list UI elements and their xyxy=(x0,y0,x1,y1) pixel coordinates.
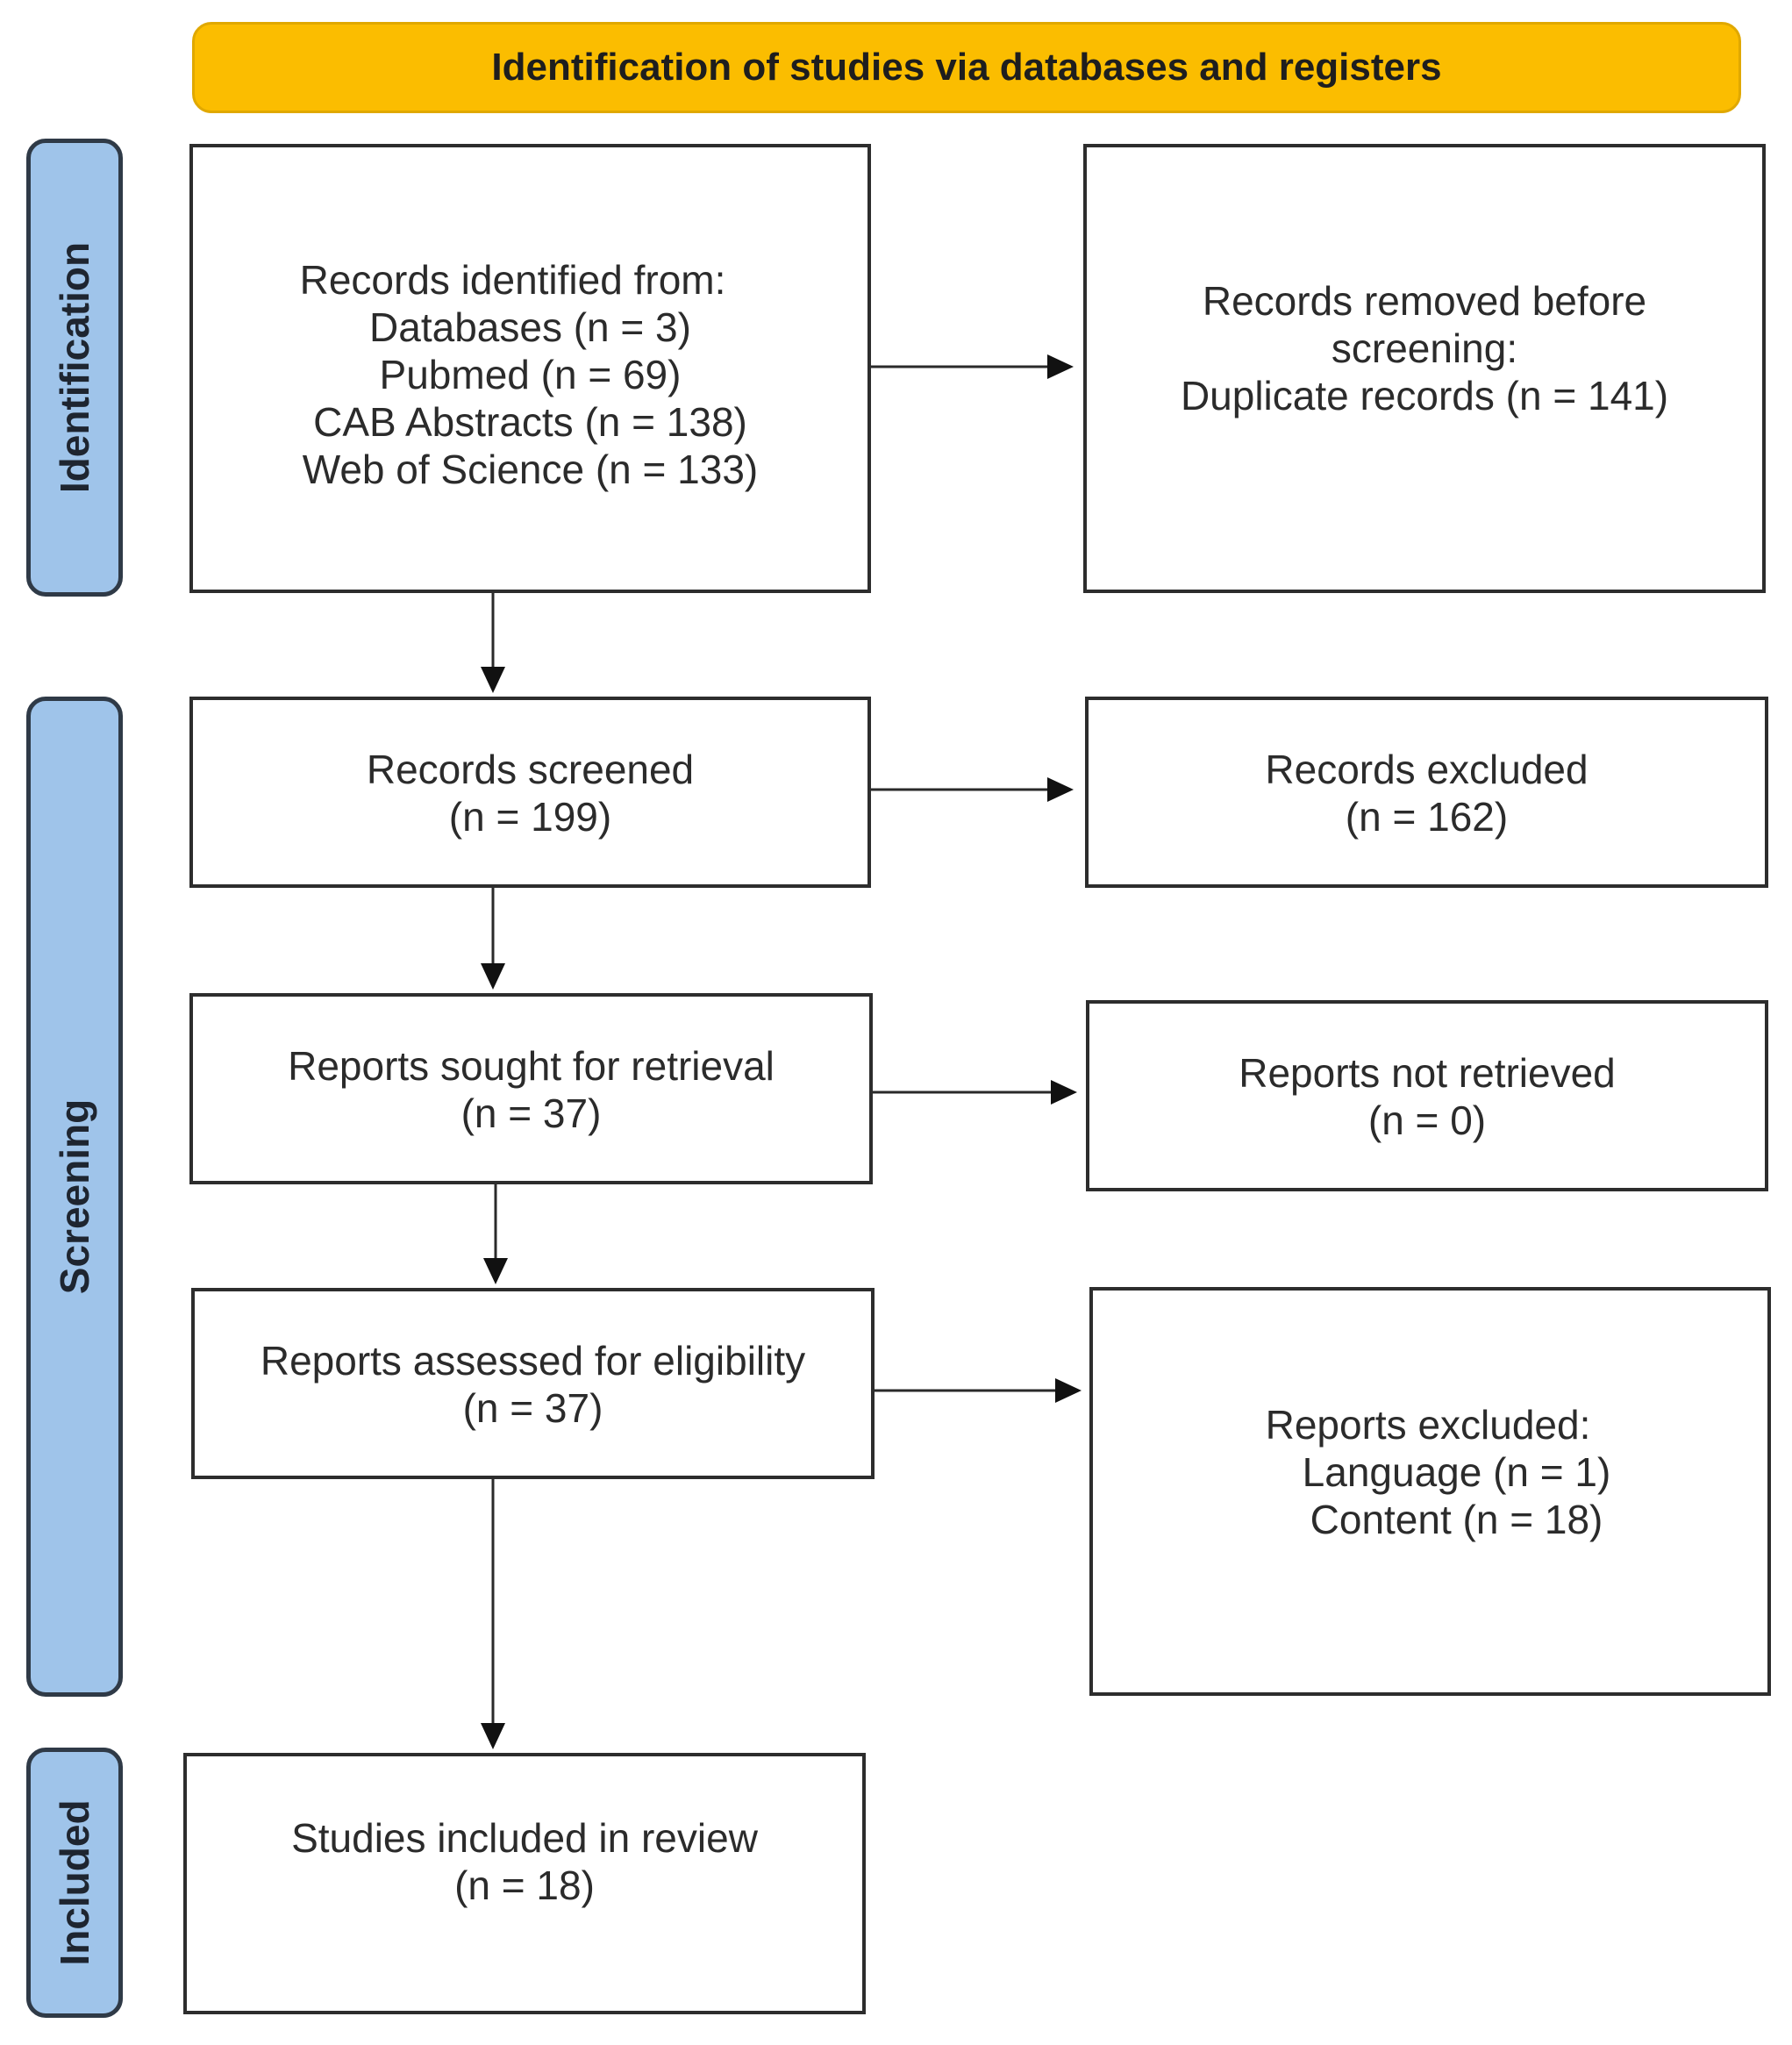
reports-sought-box: Reports sought for retrieval (n = 37) xyxy=(189,993,873,1184)
records-excluded-text: Records excluded (n = 162) xyxy=(1265,747,1589,840)
studies-included-box: Studies included in review (n = 18) xyxy=(183,1753,866,2014)
reports-assessed-text: Reports assessed for eligibility (n = 37… xyxy=(260,1338,806,1431)
arrowhead-8 xyxy=(481,1723,505,1749)
studies-included-text: Studies included in review (n = 18) xyxy=(291,1815,758,1908)
diagram-header: Identification of studies via databases … xyxy=(192,22,1741,113)
records-screened-text: Records screened (n = 199) xyxy=(366,747,695,840)
reports-assessed-box: Reports assessed for eligibility (n = 37… xyxy=(191,1288,875,1479)
phase-included-label: Included xyxy=(52,1799,97,1966)
arrowhead-3 xyxy=(1051,1080,1077,1105)
records-screened-box: Records screened (n = 199) xyxy=(189,697,871,888)
reports-not-retrieved-text: Reports not retrieved (n = 0) xyxy=(1239,1050,1616,1143)
records-identified-text: Records identified from: Databases (n = … xyxy=(299,257,759,492)
phase-included: Included xyxy=(26,1748,123,2018)
reports-not-retrieved-box: Reports not retrieved (n = 0) xyxy=(1086,1000,1768,1191)
records-removed-text: Records removed before screening: Duplic… xyxy=(1180,278,1669,418)
records-identified-box: Records identified from: Databases (n = … xyxy=(189,144,871,593)
phase-identification: Identification xyxy=(26,139,123,597)
records-excluded-box: Records excluded (n = 162) xyxy=(1085,697,1768,888)
phase-screening: Screening xyxy=(26,697,123,1697)
phase-screening-label: Screening xyxy=(52,1098,97,1295)
arrowhead-7 xyxy=(483,1258,508,1284)
arrowhead-6 xyxy=(481,963,505,990)
arrowhead-5 xyxy=(481,667,505,693)
records-removed-box: Records removed before screening: Duplic… xyxy=(1083,144,1766,593)
phase-identification-label: Identification xyxy=(52,241,97,494)
arrowhead-4 xyxy=(1055,1378,1082,1403)
arrowhead-1 xyxy=(1047,354,1074,379)
reports-excluded-box: Reports excluded: Language (n = 1) Conte… xyxy=(1089,1287,1771,1696)
reports-sought-text: Reports sought for retrieval (n = 37) xyxy=(288,1043,775,1136)
arrowhead-2 xyxy=(1047,777,1074,802)
reports-excluded-text: Reports excluded: Language (n = 1) Conte… xyxy=(1265,1402,1611,1542)
